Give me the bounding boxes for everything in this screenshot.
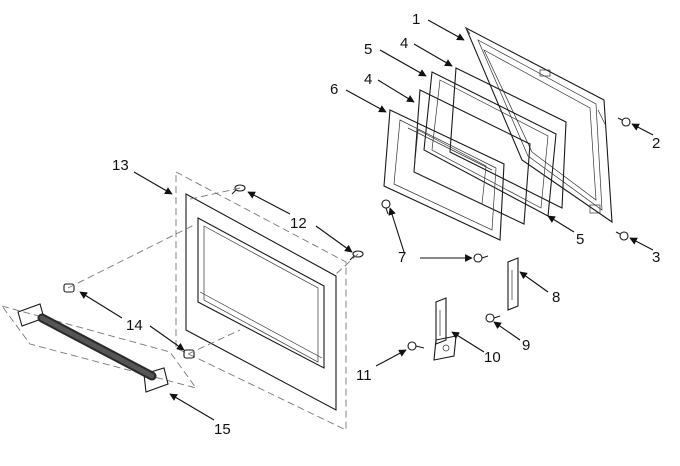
part-door-hinge: [433, 297, 457, 361]
callout-10: 10: [484, 349, 501, 366]
part-handle-standoff-right: [183, 349, 195, 359]
part-glass-panel-rear: [449, 67, 567, 209]
part-hinge-mount-screw: [407, 341, 425, 351]
part-trim-screw-left: [231, 184, 246, 195]
callout-3: 3: [652, 249, 660, 266]
callout-5-bottom: 5: [576, 231, 584, 248]
callout-7: 7: [398, 249, 406, 266]
callout-12: 12: [290, 215, 307, 232]
callout-5-top: 5: [364, 41, 372, 58]
part-handle-standoff-left: [63, 283, 75, 293]
callout-15: 15: [214, 421, 231, 438]
part-screw-lower-right: [615, 231, 629, 241]
callout-labels: 1 2 3 4 4 5 5 6 7 8 9 10 11 12 13 14 15: [112, 11, 660, 438]
part-glass-panel-front: [413, 89, 531, 225]
callout-14: 14: [126, 317, 143, 334]
callout-8: 8: [552, 289, 560, 306]
leader-lines: [79, 19, 654, 421]
part-inner-glass-frame: [383, 109, 505, 241]
callout-4-front: 4: [364, 71, 372, 88]
callout-9: 9: [522, 337, 530, 354]
part-door-handle: [0, 303, 198, 393]
part-screw-upper-right: [617, 117, 631, 127]
part-screw-frame-left: [381, 199, 391, 215]
assembly-guide-lines: [67, 187, 359, 355]
callout-4-rear: 4: [400, 35, 408, 52]
part-screw-frame-bottom: [473, 253, 489, 263]
callout-11: 11: [356, 367, 372, 384]
part-outer-door-panel: [175, 171, 347, 431]
part-hinge-receiver: [507, 257, 519, 311]
callout-1: 1: [412, 11, 420, 28]
part-hinge-screw: [485, 313, 501, 323]
callout-2: 2: [652, 135, 660, 152]
part-trim-screw-right: [349, 250, 364, 261]
callout-6: 6: [330, 81, 338, 98]
callout-13: 13: [112, 157, 129, 174]
